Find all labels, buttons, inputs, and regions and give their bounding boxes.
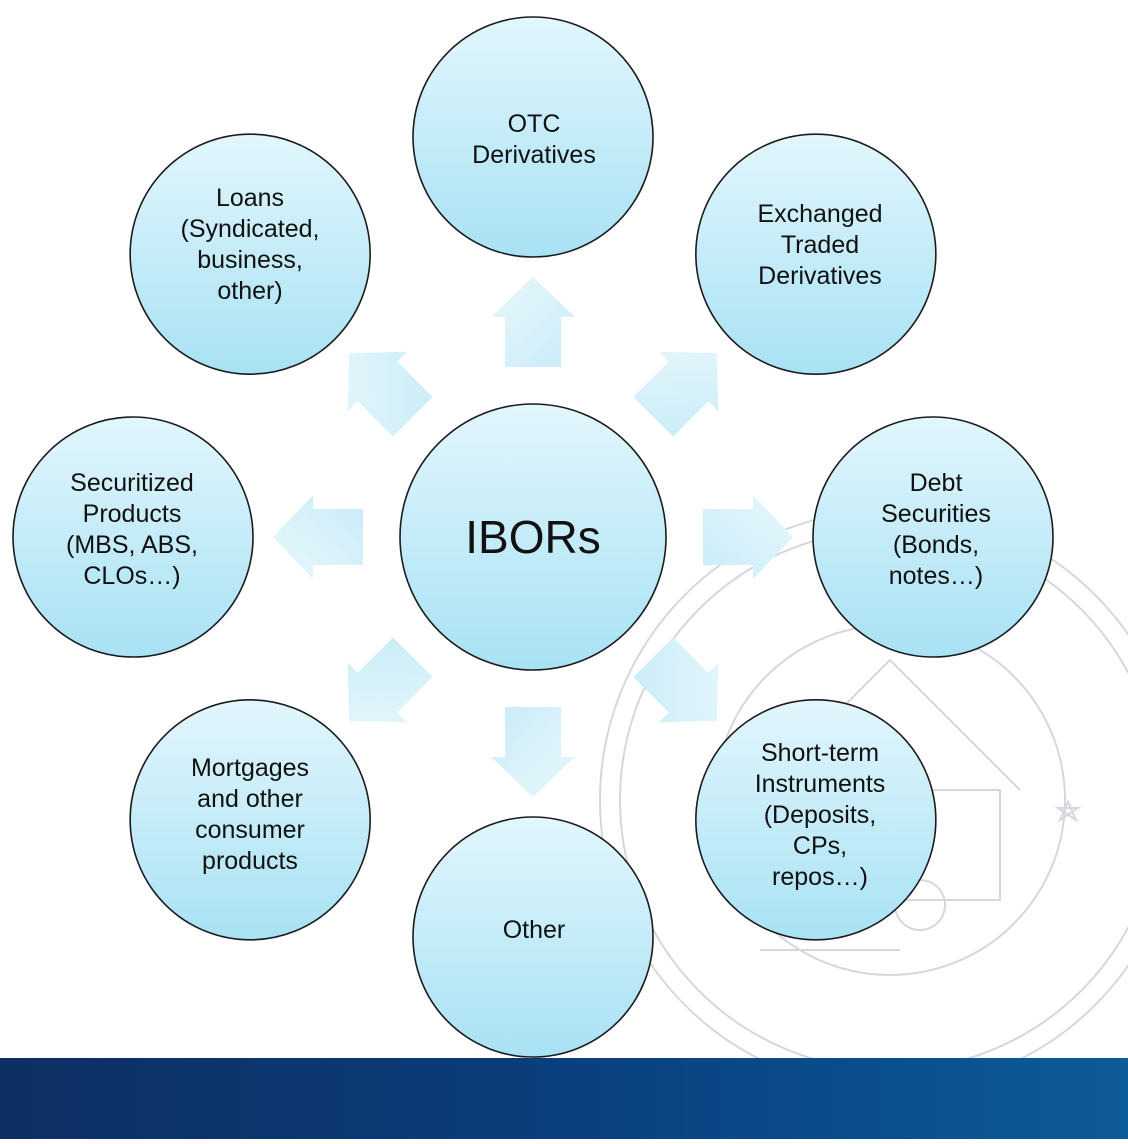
arrows-layer <box>273 277 793 797</box>
arrow-to-debt <box>703 495 793 579</box>
arrow-to-loans <box>347 351 433 437</box>
center-circle-ibors <box>399 403 667 671</box>
node-circle-debt <box>812 416 1054 658</box>
arrow-to-mortgages <box>347 637 433 723</box>
node-label-loans: Loans (Syndicated, business, other) <box>180 184 320 305</box>
node-circle-loans <box>129 133 371 375</box>
node-label-debt: Debt Securities (Bonds, notes…) <box>881 469 991 590</box>
circles-layer <box>12 16 1054 1058</box>
node-circle-securitized <box>12 416 254 658</box>
arrow-to-securitized <box>273 495 363 579</box>
node-label-shortterm: Short-term Instruments (Deposits, CPs, r… <box>754 738 886 891</box>
node-circle-etd <box>695 133 937 375</box>
node-circle-mortgages <box>129 699 371 941</box>
node-circle-otc <box>412 16 654 258</box>
node-circle-shortterm <box>695 699 937 941</box>
node-label-other: Other <box>502 915 566 944</box>
node-label-otc: OTC Derivatives <box>472 110 596 169</box>
node-label-securitized: Securitized Products (MBS, ABS, CLOs…) <box>66 469 198 590</box>
arrow-to-otc <box>491 277 575 367</box>
bottom-banner <box>0 1058 1128 1139</box>
arrow-to-etd <box>633 351 719 437</box>
node-circle-other <box>412 816 654 1058</box>
arrow-to-other <box>491 707 575 797</box>
arrow-to-shortterm <box>633 637 719 723</box>
center-label-ibors: IBORs <box>465 511 601 563</box>
node-label-etd: Exchanged Traded Derivatives <box>757 199 883 290</box>
node-label-mortgages: Mortgages and other consumer products <box>190 754 310 875</box>
